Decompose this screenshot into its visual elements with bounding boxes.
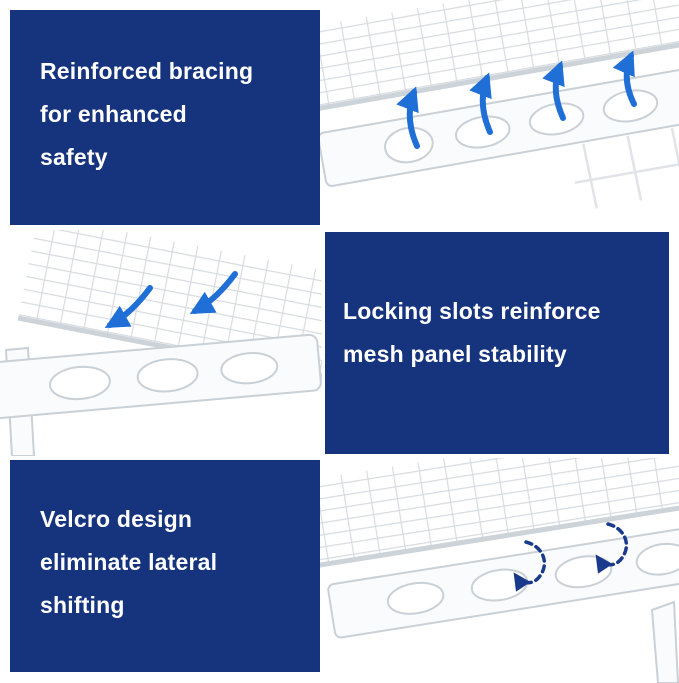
feature-panel-reinforced-bracing: Reinforced bracing for enhanced safety [10, 10, 320, 225]
feature-text-line: for enhanced [40, 101, 187, 127]
wall-post [650, 600, 679, 683]
curved-arrow-icon [612, 50, 637, 107]
curved-arrow-icon-group-down [104, 271, 238, 328]
photo-shelf-brace-slots [320, 0, 679, 226]
feature-text-line: mesh panel stability [343, 341, 567, 367]
feature-text-line: Velcro design [40, 506, 193, 532]
feature-text-line: safety [40, 144, 108, 170]
feature-panel-velcro-design: Velcro design eliminate lateral shifting [10, 460, 320, 672]
feature-text-line: shifting [40, 592, 125, 618]
feature-panel-locking-slots: Locking slots reinforce mesh panel stabi… [325, 232, 669, 454]
wire-deck [320, 458, 679, 571]
feature-text-line: eliminate lateral [40, 549, 218, 575]
dashed-curved-arrow-icon [595, 522, 629, 574]
curved-arrow-icon-group-up [396, 50, 637, 149]
velcro-strap-illustration [320, 458, 679, 683]
dashed-curved-arrow-icon [513, 540, 547, 592]
shelf-underside-illustration [320, 0, 679, 209]
curved-arrow-icon [396, 86, 420, 149]
feature-text-line: Reinforced bracing [40, 58, 254, 84]
curved-arrow-icon [189, 271, 238, 314]
wire-deck [320, 0, 679, 115]
dashed-curved-arrow-icon-group [513, 522, 629, 592]
slotted-bracket [0, 333, 322, 420]
curved-arrow-icon [542, 60, 566, 121]
feature-text-line: Locking slots reinforce [343, 298, 601, 324]
mesh-locking-illustration [0, 230, 322, 456]
photo-mesh-panel-locking [0, 230, 322, 456]
photo-velcro-straps [320, 458, 679, 683]
curved-arrow-icon [104, 285, 153, 328]
curved-arrow-icon [469, 72, 493, 135]
